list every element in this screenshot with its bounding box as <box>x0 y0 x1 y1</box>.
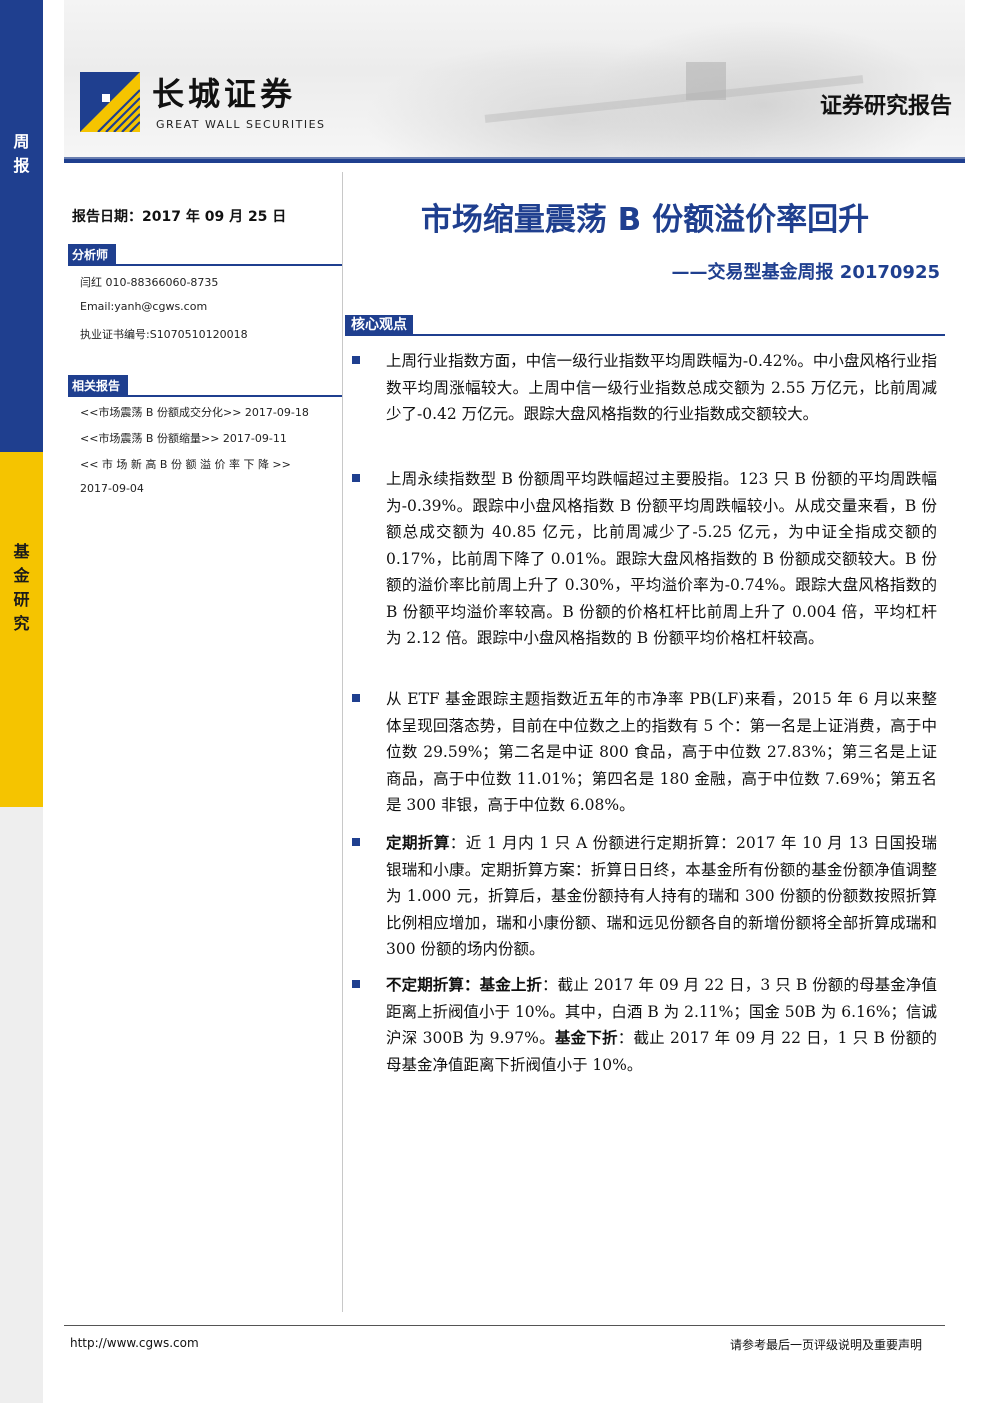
bullet-item: 不定期折算：基金上折：截止 2017 年 09 月 22 日，3 只 B 份额的… <box>352 972 937 1078</box>
report-title: 市场缩量震荡 B 份额溢价率回升 <box>420 202 870 238</box>
page-header <box>64 0 965 158</box>
column-divider <box>342 172 343 1312</box>
side-strip-yellow <box>0 452 43 807</box>
square-bullet-icon <box>352 474 360 482</box>
related-reports-header: 相关报告 <box>68 375 342 397</box>
analyst-email: Email:yanh@cgws.com <box>80 300 208 313</box>
bullet-text: ：截止 2017 年 09 月 22 日，3 只 B 份额的母基金净值距离上折阀… <box>386 976 937 1047</box>
bullet-item: 上周永续指数型 B 份额周平均跌幅超过主要股指。123 只 B 份额的平均周跌幅… <box>352 466 937 652</box>
bullet-text: 从 ETF 基金跟踪主题指数近五年的市净率 PB(LF)来看，2015 年 6 … <box>386 690 937 814</box>
core-views-header: 核心观点 <box>345 314 945 336</box>
brand-name-cn: 长城证券 <box>152 75 297 113</box>
bullet-text: 上周行业指数方面，中信一级行业指数平均周跌幅为-0.42%。中小盘风格行业指数平… <box>386 352 937 423</box>
header-rule <box>64 157 965 159</box>
bullet-item: 从 ETF 基金跟踪主题指数近五年的市净率 PB(LF)来看，2015 年 6 … <box>352 686 937 819</box>
related-report-link[interactable]: <<市场震荡 B 份额缩量>> 2017-09-11 <box>80 432 287 445</box>
related-report-link[interactable]: << 市 场 新 高 B 份 额 溢 价 率 下 降 >> <box>80 458 291 471</box>
bullet-bold-lead: 不定期折算：基金上折 <box>386 975 543 994</box>
bullet-bold-lead: 定期折算 <box>386 833 450 852</box>
bullet-text: ：近 1 月内 1 只 A 份额进行定期折算：2017 年 10 月 13 日国… <box>386 834 937 958</box>
bullet-item: 定期折算：近 1 月内 1 只 A 份额进行定期折算：2017 年 10 月 1… <box>352 830 937 963</box>
square-bullet-icon <box>352 694 360 702</box>
related-header-label: 相关报告 <box>68 375 129 395</box>
header-rule-thick <box>64 159 965 163</box>
related-report-date: 2017-09-04 <box>80 482 144 495</box>
footer-rule <box>64 1325 945 1326</box>
side-strip-blue <box>0 0 43 452</box>
analyst-header-label: 分析师 <box>68 244 117 264</box>
report-date: 报告日期：2017 年 09 月 25 日 <box>72 209 287 225</box>
analyst-license: 执业证书编号:S1070510120018 <box>80 328 248 341</box>
bullet-bold-lead: 基金下折 <box>554 1028 618 1047</box>
core-views-label: 核心观点 <box>345 315 413 335</box>
bullet-text: ：截止 2017 年 09 月 22 日，1 只 B 份额的母基金净值距离下折阀… <box>386 1029 937 1074</box>
brand-name-en: GREAT WALL SECURITIES <box>156 118 326 131</box>
side-strip-grey <box>0 807 43 1403</box>
related-report-link[interactable]: <<市场震荡 B 份额成交分化>> 2017-09-18 <box>80 406 309 419</box>
footer-url-link[interactable]: http://www.cgws.com <box>70 1336 199 1350</box>
bullet-item: 上周行业指数方面，中信一级行业指数平均周跌幅为-0.42%。中小盘风格行业指数平… <box>352 348 937 428</box>
analyst-section-header: 分析师 <box>68 244 342 266</box>
analyst-name-phone: 闫红 010-88366060-8735 <box>80 276 219 289</box>
side-label-fund-research: 基金研究 <box>13 542 30 633</box>
report-subtitle: ——交易型基金周报 20170925 <box>671 262 940 283</box>
square-bullet-icon <box>352 356 360 364</box>
side-label-weekly: 周报 <box>13 132 30 175</box>
footer-disclaimer: 请参考最后一页评级说明及重要声明 <box>729 1338 922 1352</box>
square-bullet-icon <box>352 980 360 988</box>
bullet-text: 上周永续指数型 B 份额周平均跌幅超过主要股指。123 只 B 份额的平均周跌幅… <box>386 470 937 647</box>
report-type: 证券研究报告 <box>819 94 952 119</box>
square-bullet-icon <box>352 838 360 846</box>
great-wall-logo-icon <box>80 72 140 132</box>
